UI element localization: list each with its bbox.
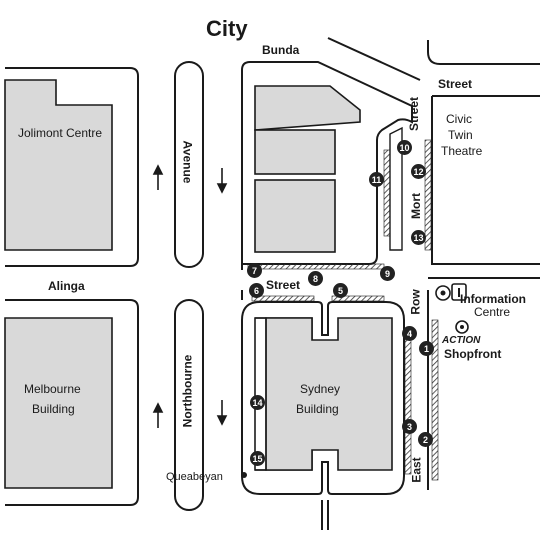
civic-block — [241, 61, 413, 270]
northbourne-label: Northbourne — [180, 354, 195, 428]
civic-theatre-label-line2: Twin — [448, 128, 473, 142]
queanbeyan-label: Queabeyan — [166, 471, 223, 483]
jolimont-block — [4, 67, 139, 267]
bus-stop-10[interactable]: 10 — [397, 140, 412, 155]
queanbeyan-stop-dot — [241, 472, 247, 478]
bus-stop-13[interactable]: 13 — [411, 230, 426, 245]
bus-stop-3[interactable]: 3 — [402, 419, 417, 434]
sydney-block — [241, 290, 405, 530]
sydney-building-label-line2: Building — [296, 402, 339, 416]
action-brand-label: ACTION — [442, 335, 481, 346]
bus-stop-7[interactable]: 7 — [247, 263, 262, 278]
east-label: East — [409, 457, 424, 483]
bus-stop-4[interactable]: 4 — [402, 326, 417, 341]
bus-stop-6[interactable]: 6 — [249, 283, 264, 298]
civic-theatre-label-line3: Theatre — [441, 144, 483, 158]
traffic-arrows — [152, 164, 228, 428]
alinga-street-label: Street — [266, 278, 301, 292]
bus-stop-1[interactable]: 1 — [419, 341, 434, 356]
bus-stop-11[interactable]: 11 — [369, 172, 384, 187]
jolimont-centre-label: Jolimont Centre — [18, 126, 103, 140]
alinga-label: Alinga — [48, 279, 85, 293]
information-icons — [435, 283, 467, 301]
civic-theatre-label-line1: Civic — [446, 112, 472, 126]
mort-street-label: Street — [407, 96, 422, 132]
information-centre-label-line2: Centre — [474, 305, 511, 319]
northbourne-medians — [174, 61, 204, 511]
sydney-building-label-line1: Sydney — [300, 382, 341, 396]
avenue-label: Avenue — [180, 140, 195, 184]
east-row-label: Row — [408, 289, 423, 315]
bus-stop-12[interactable]: 12 — [411, 164, 426, 179]
map-title: City — [206, 16, 248, 41]
bunda-street-label: Street — [438, 77, 473, 91]
mort-label: Mort — [409, 193, 423, 219]
bus-stop-9[interactable]: 9 — [380, 266, 395, 281]
bus-stop-14[interactable]: 14 — [250, 395, 265, 410]
melbourne-block — [4, 299, 139, 506]
bus-stop-2[interactable]: 2 — [418, 432, 433, 447]
bus-stop-5[interactable]: 5 — [333, 283, 348, 298]
bus-stop-15[interactable]: 15 — [250, 451, 265, 466]
action-shopfront-label: Shopfront — [444, 347, 502, 361]
melbourne-building-label-line1: Melbourne — [24, 382, 81, 396]
action-logo-icon — [455, 320, 469, 334]
bunda-label: Bunda — [262, 43, 300, 57]
bus-stop-8[interactable]: 8 — [308, 271, 323, 286]
melbourne-building-label-line2: Building — [32, 402, 75, 416]
right-blocks — [327, 37, 540, 490]
information-centre-label-line1: Information — [460, 292, 526, 306]
